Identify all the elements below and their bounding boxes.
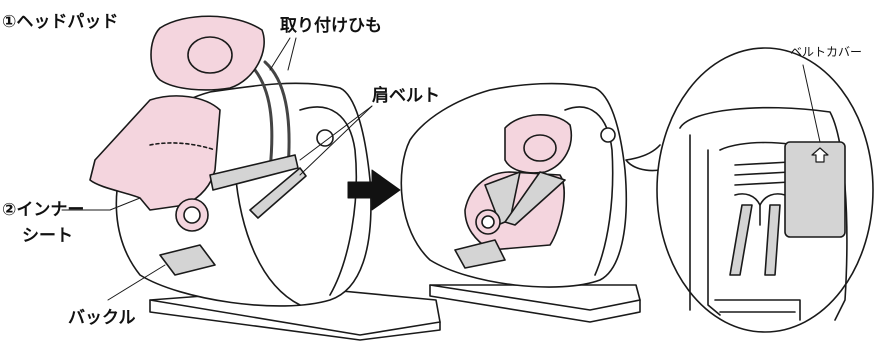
label-belt-cover: ベルトカバー [790,45,863,59]
zoom-inset [625,47,874,333]
label-shoulder-belt: 肩ベルト [372,86,440,106]
left-car-seat [61,15,441,341]
label-headpad: ①ヘッドパッド [2,12,119,32]
left-adjuster-knob [316,129,334,147]
left-inner-seat [89,95,221,211]
left-shoulder-belt-1 [209,154,299,191]
zoom-belt-left [729,204,753,276]
left-shoulder-belt-2 [249,167,307,219]
label-buckle: バックル [68,308,136,328]
middle-car-seat [400,82,641,323]
middle-shoulder-belt-2 [504,171,566,226]
left-tether-strap-1 [253,68,274,172]
left-buckle-tongue [159,244,216,276]
right-arrow [347,169,401,211]
zoom-callout-bubble [625,144,661,172]
belt-cover [784,141,846,238]
label-inner-seat-line1: ②インナー [2,200,85,220]
middle-adjuster-knob [600,127,616,143]
zoom-circle [656,47,874,333]
label-tether-straps: 取り付けひも [280,16,382,36]
label-inner-seat-line2: シート [22,226,73,246]
zoom-belt-right [764,204,781,276]
